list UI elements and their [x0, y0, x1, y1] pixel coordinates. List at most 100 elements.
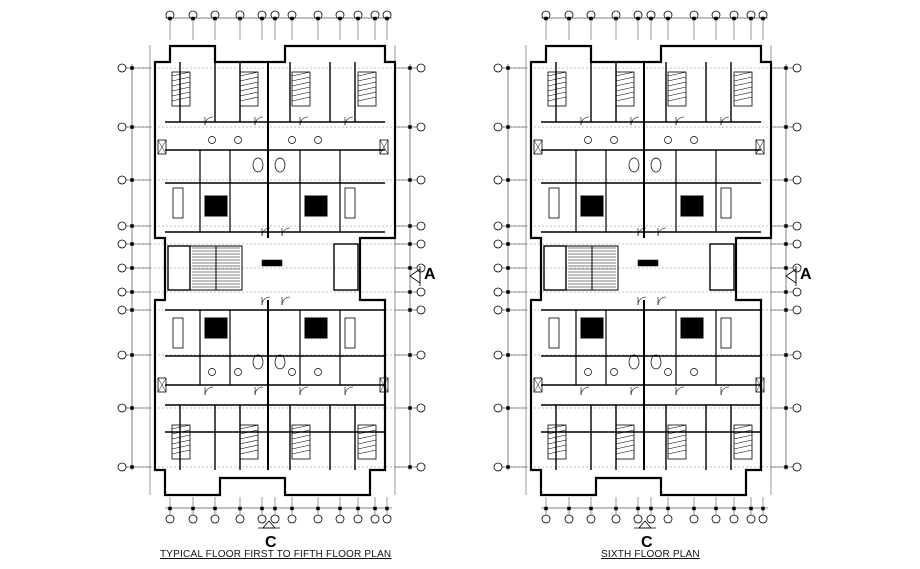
grid-bubble-icon	[416, 287, 426, 297]
stair-tread	[547, 424, 567, 430]
door-swing-icon	[630, 386, 640, 396]
stair-tread	[615, 439, 635, 445]
stair-tread	[357, 86, 377, 92]
basin-icon	[628, 157, 640, 173]
stair-icon	[667, 424, 687, 460]
grid-bubble-icon	[117, 403, 127, 413]
stair-tread	[239, 449, 259, 455]
dimension-tick	[506, 308, 510, 312]
dimension-tick	[506, 406, 510, 410]
fixture-icon	[314, 368, 322, 376]
stair-tread	[357, 434, 377, 440]
dimension-tick	[732, 16, 736, 21]
fixture-icon	[584, 368, 592, 376]
grid-bubble-icon	[493, 263, 503, 273]
dimension-tick	[506, 125, 510, 129]
dimension-tick	[290, 506, 294, 511]
stair-icon	[547, 71, 567, 107]
door-swing-icon	[299, 116, 309, 126]
stair-tread	[171, 81, 191, 87]
lift-shaft	[333, 243, 359, 291]
shaft-cross	[755, 139, 765, 155]
lobby-bench	[261, 259, 283, 267]
door-swing-icon	[675, 386, 685, 396]
dimension-tick	[130, 125, 134, 129]
dimension-tick	[408, 406, 412, 410]
dimension-tick	[784, 465, 788, 469]
grid-bubble-icon	[382, 514, 392, 524]
fixture-icon	[610, 368, 618, 376]
shaft-cross	[379, 139, 389, 155]
stair-outline	[733, 71, 753, 107]
fixture-icon	[690, 368, 698, 376]
dimension-tick	[544, 16, 548, 21]
fixture-icon	[664, 136, 672, 144]
stair-tread	[733, 444, 753, 450]
stair-tread	[239, 434, 259, 440]
dimension-tick	[385, 16, 389, 21]
stair-tread	[291, 86, 311, 92]
grid-bubble-icon	[792, 63, 802, 73]
stair-outline	[615, 424, 635, 460]
dimension-tick	[273, 506, 277, 511]
stair-tread	[615, 71, 635, 77]
dimension-tick	[408, 266, 412, 270]
building-outline	[153, 44, 397, 497]
dimension-tick	[338, 506, 342, 511]
shaft-cross	[533, 139, 543, 155]
dimension-tick	[373, 506, 377, 511]
stair-tread	[733, 96, 753, 102]
stair-tread	[733, 81, 753, 87]
fixture-icon	[234, 368, 242, 376]
shaft-icon	[755, 139, 765, 155]
grid-bubble-icon	[792, 305, 802, 315]
fixture-icon	[610, 136, 618, 144]
section-marker-c-right: C	[641, 534, 653, 551]
lift-shaft	[709, 243, 735, 291]
stair-tread	[239, 76, 259, 82]
shaft-box	[533, 139, 543, 155]
grid-bubble-icon	[611, 514, 621, 524]
stair-tread	[615, 91, 635, 97]
dimension-tick	[130, 465, 134, 469]
lobby-bench	[637, 259, 659, 267]
stair-tread	[291, 91, 311, 97]
grid-bubble-icon	[416, 63, 426, 73]
grid-bubble-icon	[210, 514, 220, 524]
stair-tread	[239, 444, 259, 450]
door-swing-icon	[204, 386, 214, 396]
stair-icon	[615, 424, 635, 460]
dimension-tick	[544, 506, 548, 511]
dimension-tick	[567, 16, 571, 21]
stair-tread	[667, 434, 687, 440]
fixture-icon	[234, 136, 242, 144]
stair-tread	[357, 71, 377, 77]
fixture-icon	[690, 136, 698, 144]
grid-bubble-icon	[689, 514, 699, 524]
stair-outline	[239, 71, 259, 107]
grid-bubble-icon	[729, 514, 739, 524]
bed-block	[304, 317, 328, 339]
stair-outline	[615, 71, 635, 107]
dimension-tick	[589, 506, 593, 511]
grid-bubble-icon	[792, 175, 802, 185]
building-outline	[529, 44, 773, 497]
grid-bubble-icon	[792, 350, 802, 360]
wardrobe	[344, 187, 356, 219]
dimension-tick	[714, 506, 718, 511]
basin-icon	[252, 354, 264, 370]
dimension-tick	[784, 224, 788, 228]
stair-tread	[547, 71, 567, 77]
bed-block	[580, 195, 604, 217]
door-swing-icon	[675, 116, 685, 126]
door-swing-icon	[657, 296, 667, 306]
dimension-tick	[784, 308, 788, 312]
dimension-tick	[213, 506, 217, 511]
grid-bubble-icon	[493, 462, 503, 472]
fixture-icon	[208, 368, 216, 376]
shaft-cross	[157, 377, 167, 393]
grid-bubble-icon	[663, 514, 673, 524]
stair-icon	[547, 424, 567, 460]
dimension-tick	[130, 242, 134, 246]
shaft-cross	[533, 377, 543, 393]
